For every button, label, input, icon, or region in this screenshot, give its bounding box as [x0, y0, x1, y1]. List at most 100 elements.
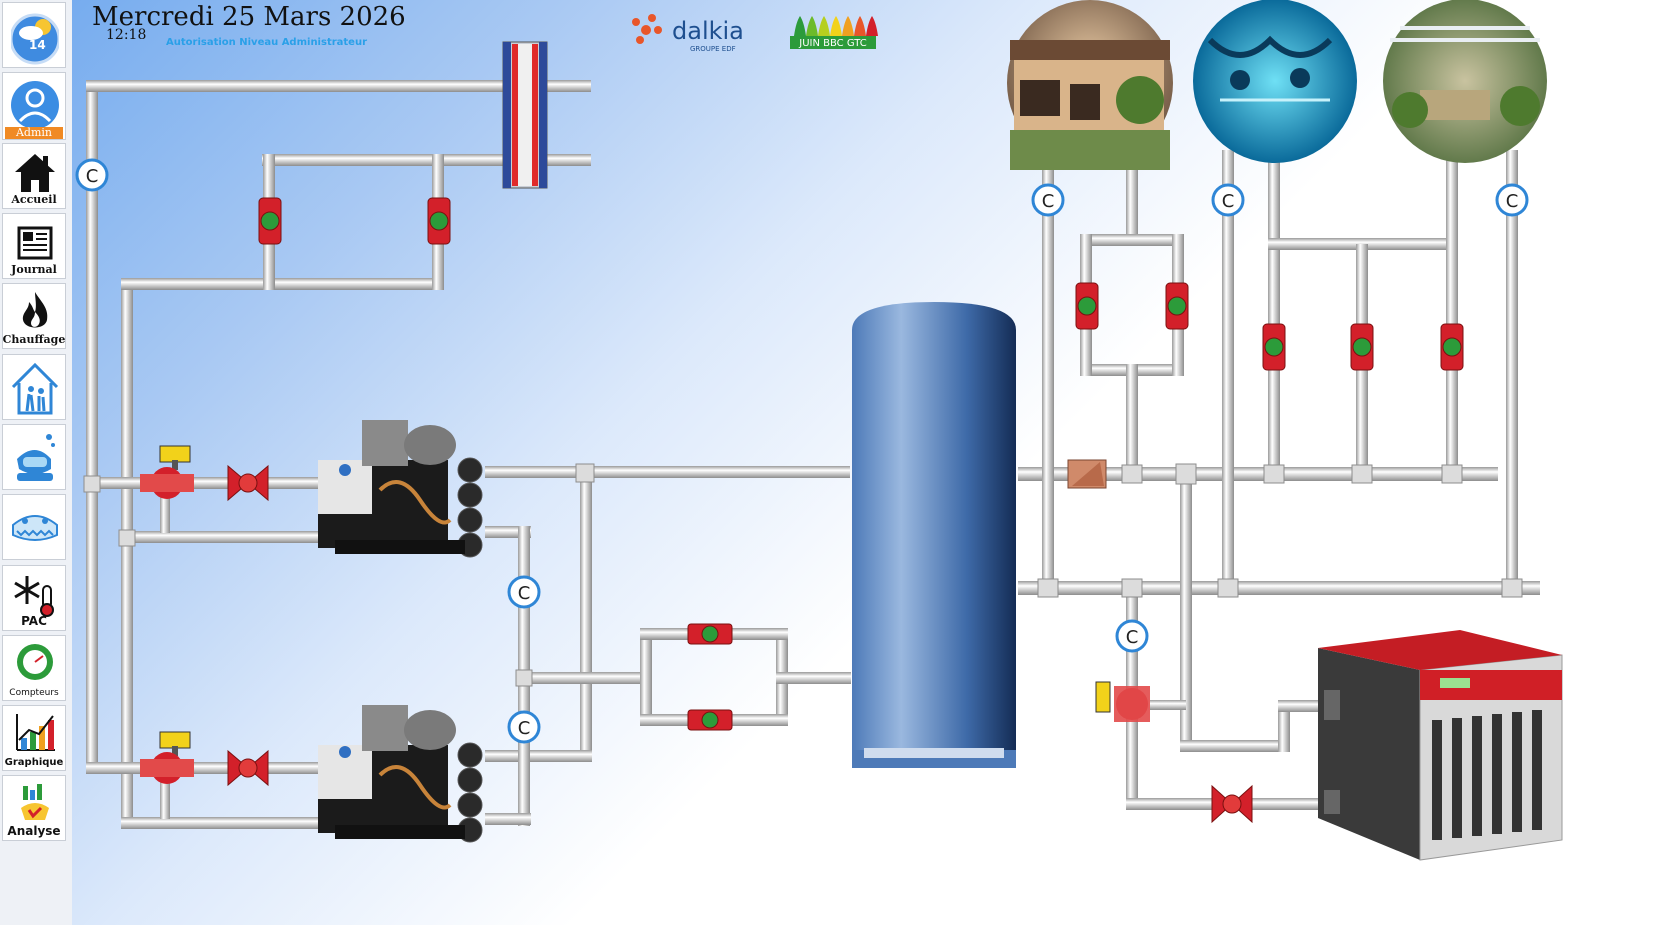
- juin-logo-text: JUIN BBC GTC: [798, 38, 866, 49]
- circulator-pump[interactable]: [1262, 323, 1286, 371]
- nav-residence[interactable]: [2, 354, 66, 420]
- home-icon: [15, 154, 55, 192]
- pipe: [86, 84, 98, 774]
- pipe: [121, 531, 321, 543]
- juin-bbc-gtc-logo: JUIN BBC GTC: [790, 16, 878, 49]
- flame-icon: [22, 292, 48, 328]
- valve[interactable]: [687, 709, 733, 731]
- nav-chauffage[interactable]: Chauffage: [2, 283, 66, 349]
- diver-mask-icon: [17, 434, 55, 481]
- valve[interactable]: [1211, 784, 1253, 824]
- flow-meter-label: C: [518, 718, 531, 739]
- heat-pump-2[interactable]: [318, 705, 483, 843]
- pipe-fitting: [1351, 464, 1373, 484]
- pipe-fitting: [1441, 464, 1463, 484]
- pipe-fitting: [1263, 464, 1285, 484]
- three-way-valve[interactable]: [1095, 681, 1150, 722]
- pipe: [485, 750, 592, 762]
- pipe: [160, 488, 170, 533]
- nav-compteurs-label: Compteurs: [9, 688, 59, 698]
- flow-meter-label: C: [1222, 191, 1235, 212]
- valve[interactable]: [227, 749, 269, 787]
- boiler[interactable]: [1318, 630, 1563, 861]
- pipe: [121, 284, 133, 829]
- nav-pac[interactable]: PAC: [2, 565, 66, 631]
- pipe-fitting: [515, 669, 533, 687]
- nav-analyse[interactable]: Analyse: [2, 775, 66, 841]
- pipe-fitting: [1501, 578, 1523, 598]
- nav-accueil[interactable]: Accueil: [2, 143, 66, 209]
- pipe: [518, 672, 648, 684]
- circulator-pump[interactable]: [1350, 323, 1374, 371]
- circulator-pump[interactable]: [427, 197, 451, 245]
- flow-meter[interactable]: C: [1031, 183, 1065, 217]
- weather-button[interactable]: 14: [2, 2, 66, 68]
- pipe: [86, 477, 326, 489]
- valve[interactable]: [227, 464, 269, 502]
- pipe: [1180, 740, 1288, 752]
- nav-journal[interactable]: Journal: [2, 213, 66, 279]
- dalkia-wordmark: dalkia: [672, 17, 744, 45]
- nav-journal-label: Journal: [11, 263, 57, 276]
- nav-graphique[interactable]: Graphique: [2, 705, 66, 771]
- check-valve[interactable]: [1067, 459, 1107, 489]
- building-photo-pool[interactable]: [1193, 0, 1357, 163]
- pipe: [1042, 150, 1054, 590]
- nav-graphique-label: Graphique: [4, 757, 64, 768]
- meters: C C C C C C C: [75, 158, 1529, 744]
- nav-analyse-label: Analyse: [7, 824, 61, 838]
- building-photo-residence[interactable]: [1007, 0, 1173, 170]
- analysis-icon: [21, 784, 49, 820]
- pipe-fitting: [118, 529, 136, 547]
- three-way-valve[interactable]: [140, 731, 194, 784]
- dalkia-subtitle: GROUPE EDF: [690, 45, 736, 53]
- pipe: [86, 762, 326, 774]
- newspaper-icon: [17, 226, 53, 260]
- pipe: [160, 773, 170, 819]
- pipe: [121, 817, 321, 829]
- pipe: [1126, 364, 1138, 474]
- flow-meter[interactable]: C: [1115, 619, 1149, 653]
- flow-meter-label: C: [1042, 191, 1055, 212]
- circulator-pump[interactable]: [1075, 282, 1099, 330]
- flow-meter[interactable]: C: [507, 575, 541, 609]
- pipe-fitting: [1121, 578, 1143, 598]
- pipe: [1446, 150, 1458, 470]
- flow-meter-label: C: [518, 583, 531, 604]
- user-button[interactable]: Admin: [2, 72, 66, 140]
- building-photo-garden[interactable]: [1383, 0, 1547, 163]
- elderly-house-icon: [11, 362, 59, 415]
- flow-meter[interactable]: C: [75, 158, 109, 192]
- pipe-fitting: [1121, 464, 1143, 484]
- weather-icon: 14: [11, 13, 59, 65]
- buffer-tank[interactable]: [852, 302, 1016, 768]
- pipe: [1278, 700, 1290, 752]
- user-role-label: Admin: [5, 127, 63, 139]
- pipe: [1180, 474, 1192, 746]
- circulator-pump[interactable]: [258, 197, 282, 245]
- weather-temp: 14: [29, 38, 46, 52]
- nav-compteurs[interactable]: Compteurs: [2, 635, 66, 701]
- flow-meter[interactable]: C: [1211, 183, 1245, 217]
- plate-heat-exchanger[interactable]: [502, 41, 548, 189]
- heat-pump-1[interactable]: [318, 420, 483, 558]
- pipe-fitting: [1217, 578, 1239, 598]
- pipe-fitting: [575, 463, 595, 483]
- snowflake-thermometer-icon: [14, 576, 54, 617]
- current-date: Mercredi 25 Mars 2026: [92, 2, 406, 32]
- valve[interactable]: [687, 623, 733, 645]
- pipe: [776, 672, 851, 684]
- pipe: [1506, 150, 1518, 590]
- nav-piscine[interactable]: [2, 424, 66, 490]
- flow-meter[interactable]: C: [507, 710, 541, 744]
- nav-reptile[interactable]: [2, 494, 66, 560]
- circulator-pump[interactable]: [1165, 282, 1189, 330]
- three-way-valve[interactable]: [140, 445, 194, 499]
- pipe-fitting: [83, 475, 101, 493]
- pipe-fitting: [1175, 463, 1197, 485]
- authorization-level: Autorisation Niveau Administrateur: [166, 37, 368, 48]
- circulator-pump[interactable]: [1440, 323, 1464, 371]
- current-time: 12:18: [106, 27, 147, 43]
- flow-meter[interactable]: C: [1495, 183, 1529, 217]
